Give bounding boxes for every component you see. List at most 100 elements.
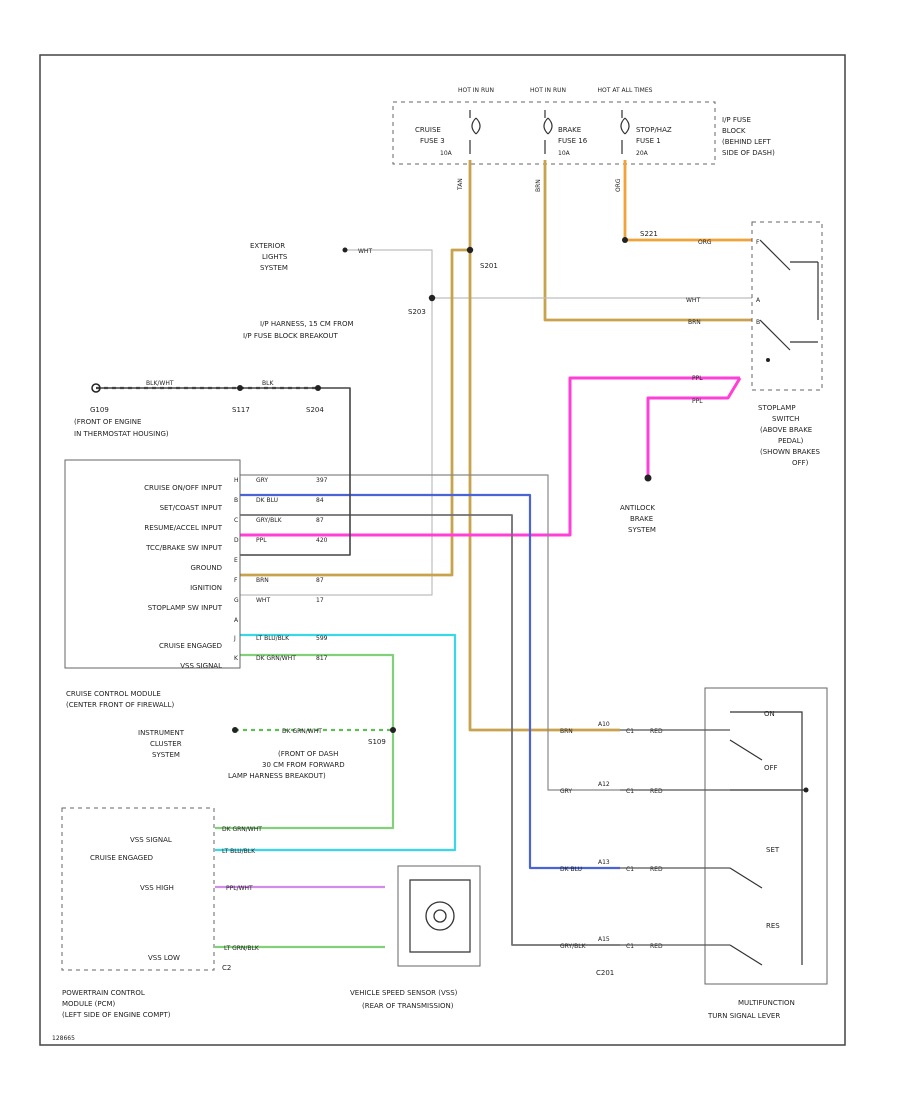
antilock-label-1: ANTILOCK (620, 504, 655, 512)
ccm-pin-label: G (234, 597, 239, 604)
fuse-3-symbol (620, 110, 630, 154)
vss-title-2: (REAR OF TRANSMISSION) (362, 1002, 454, 1010)
wire-label-fuse-3: ORG (615, 178, 622, 192)
ccm-pin-label: H (234, 477, 239, 484)
multifunction-lever: ON OFF SET RES MULTIFUNCTION TURN SIGNAL… (704, 687, 828, 1020)
c201-pin-label: C1 (626, 943, 634, 950)
mf-set: SET (766, 846, 780, 854)
ccm-title-1: CRUISE CONTROL MODULE (66, 690, 161, 698)
c201-wire-label: GRY/BLK (560, 943, 587, 950)
pcm-wire-b: LT BLU/BLK (222, 848, 256, 855)
ccm-pin-label: J (233, 635, 236, 642)
ccm-title-2: (CENTER FRONT OF FIREWALL) (66, 701, 174, 709)
wire-org-stop (623, 160, 752, 242)
wire-blk-ground (96, 387, 351, 556)
vss-rotor-icon (425, 901, 455, 931)
wire-label-ppl-1: PPL (692, 375, 703, 382)
fuse-2-amp: 10A (558, 150, 571, 157)
ground-g109: G109 (90, 406, 109, 414)
wires: TAN BRN BRN ORG ORG WHT PPL PPL (96, 160, 752, 949)
ccm-wire-label: WHT (256, 597, 270, 604)
ground-wire-a: BLK/WHT (146, 380, 174, 387)
s109-desc-3: LAMP HARNESS BREAKOUT) (228, 772, 326, 780)
pcm-module: VSS SIGNAL CRUISE ENGAGED VSS HIGH VSS L… (61, 807, 262, 1019)
node-labels: S201 S221 S203 I/P HARNESS, 15 CM FROM I… (74, 230, 658, 977)
wire-brn-ignition (240, 248, 470, 577)
wire-label-ppl-2: PPL (692, 398, 703, 405)
fuse-3-name: STOP/HAZ (636, 126, 672, 134)
vss-title-1: VEHICLE SPEED SENSOR (VSS) (350, 989, 458, 997)
ccm-wire-label: BRN (256, 577, 269, 584)
ccm-input-label: CRUISE ON/OFF INPUT (144, 484, 223, 492)
wire-gryblk-resume (240, 514, 620, 946)
ccm-wire-label: GRY (256, 477, 268, 484)
fuse-1-name: CRUISE (415, 126, 441, 134)
s109-desc-2: 30 CM FROM FORWARD (262, 761, 345, 769)
g109-desc-2: IN THERMOSTAT HOUSING) (74, 430, 169, 438)
ccm-circuit-label: 397 (316, 477, 328, 484)
c201-wire-label: BRN (560, 728, 573, 735)
g109-desc-1: (FRONT OF ENGINE (74, 418, 141, 426)
hot-label-2: HOT IN RUN (530, 87, 566, 94)
pcm-label-vss-signal: VSS SIGNAL (130, 836, 172, 844)
exterior-label-2: LIGHTS (262, 253, 288, 261)
wire-wht-exterior (240, 249, 433, 596)
wire-label-fuse-1: TAN (457, 178, 464, 191)
ccm-input-label: CRUISE ENGAGED (159, 642, 222, 650)
instrument-label-1: INSTRUMENT (138, 729, 185, 737)
splice-s109: S109 (368, 738, 386, 746)
fuse-1-symbol (469, 110, 481, 154)
splice-dots (91, 237, 652, 733)
c201-wire-label: GRY (560, 788, 572, 795)
stoplamp-switch: F A B STOPLAMP SWITCH (ABOVE BRAKE PEDAL… (751, 221, 823, 467)
mf-title-2: TURN SIGNAL LEVER (707, 1012, 780, 1020)
pcm-title-3: (LEFT SIDE OF ENGINE COMPT) (62, 1011, 171, 1019)
wire-blu-set (240, 493, 620, 870)
ccm-pin-label: A (234, 617, 239, 624)
fuse-3-num: FUSE 1 (636, 137, 661, 145)
ground-wire-b: BLK (262, 380, 274, 387)
fuse-1-amp: 10A (440, 150, 453, 157)
c201-terminal-label: A12 (598, 781, 610, 788)
stoplamp-pin-f: F (756, 239, 760, 246)
stoplamp-pin-a: A (756, 297, 761, 304)
ccm-wire-label: GRY/BLK (256, 517, 283, 524)
stoplamp-label-2: SWITCH (772, 415, 799, 423)
instrument-wire-label: DK GRN/WHT (282, 728, 322, 735)
stoplamp-pin-b: B (756, 319, 760, 326)
c201-terminal-label: A10 (598, 721, 610, 728)
ccm-wire-label: PPL (256, 537, 267, 544)
stoplamp-contacts (759, 239, 819, 351)
fuse-block-title-3: (BEHIND LEFT (722, 138, 771, 146)
ccm-input-label: GROUND (190, 564, 222, 572)
vss-high-wire: PPL/WHT (226, 885, 253, 892)
mf-off: OFF (764, 764, 778, 772)
stoplamp-label-3: (ABOVE BRAKE (760, 426, 812, 434)
fuse-2-name: BRAKE (558, 126, 581, 134)
splice-s117: S117 (232, 406, 250, 414)
wire-ppl-antilock (646, 377, 742, 478)
multifunction-contacts (729, 711, 808, 966)
s203-desc-1: I/P HARNESS, 15 CM FROM (260, 320, 354, 328)
hot-label-3: HOT AT ALL TIMES (598, 87, 653, 94)
c201-lever-wire-label: RED (650, 866, 663, 873)
pcm-label-vss-high: VSS HIGH (140, 884, 174, 892)
pcm-wire-a: DK GRN/WHT (222, 826, 262, 833)
ccm-circuit-label: 599 (316, 635, 328, 642)
ccm-circuit-label: 817 (316, 655, 328, 662)
c201-pin-label: C1 (626, 788, 634, 795)
ccm-pin-label: E (234, 557, 238, 564)
ccm-input-label: RESUME/ACCEL INPUT (144, 524, 222, 532)
wire-dkgrn-vss (215, 653, 395, 830)
mf-on: ON (764, 710, 775, 718)
fuse-2-num: FUSE 16 (558, 137, 588, 145)
exterior-label-1: EXTERIOR (250, 242, 285, 250)
c201-lever-wire-label: RED (650, 728, 663, 735)
mf-res: RES (766, 922, 780, 930)
wire-ltblu-engaged (215, 633, 457, 852)
ccm-pin-label: B (234, 497, 238, 504)
ccm-input-label: SET/COAST INPUT (160, 504, 223, 512)
